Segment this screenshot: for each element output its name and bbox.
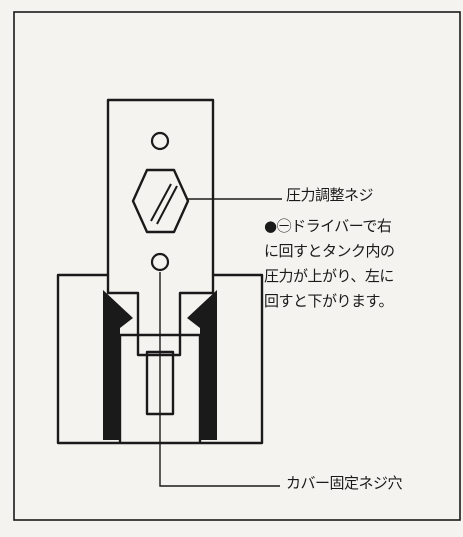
top-hole [150, 131, 170, 151]
adjustment-instruction: ●㊀ドライバーで右 に回すとタンク内の 圧力が上がり、左に 回すと下がります。 [264, 214, 463, 314]
outer-frame [13, 11, 461, 521]
adjuster-plate [106, 98, 215, 275]
instruction-line-1: ●㊀ドライバーで右 [264, 217, 392, 235]
hex-adjust-screw [131, 168, 190, 234]
cover-screw-hole-label: カバー固定ネジ穴 [286, 474, 403, 492]
cover-screw-hole [150, 252, 170, 272]
instruction-line-3: 圧力が上がり、左に [264, 267, 394, 285]
left-clamp-wedge [103, 290, 133, 440]
pressure-screw-label: 圧力調整ネジ [286, 186, 374, 204]
instruction-line-4: 回すと下がります。 [264, 292, 394, 310]
cover-hole-leader [159, 272, 280, 487]
base-body [56, 273, 264, 445]
instruction-line-2: に回すとタンク内の [264, 242, 395, 260]
right-clamp-wedge [187, 290, 217, 440]
